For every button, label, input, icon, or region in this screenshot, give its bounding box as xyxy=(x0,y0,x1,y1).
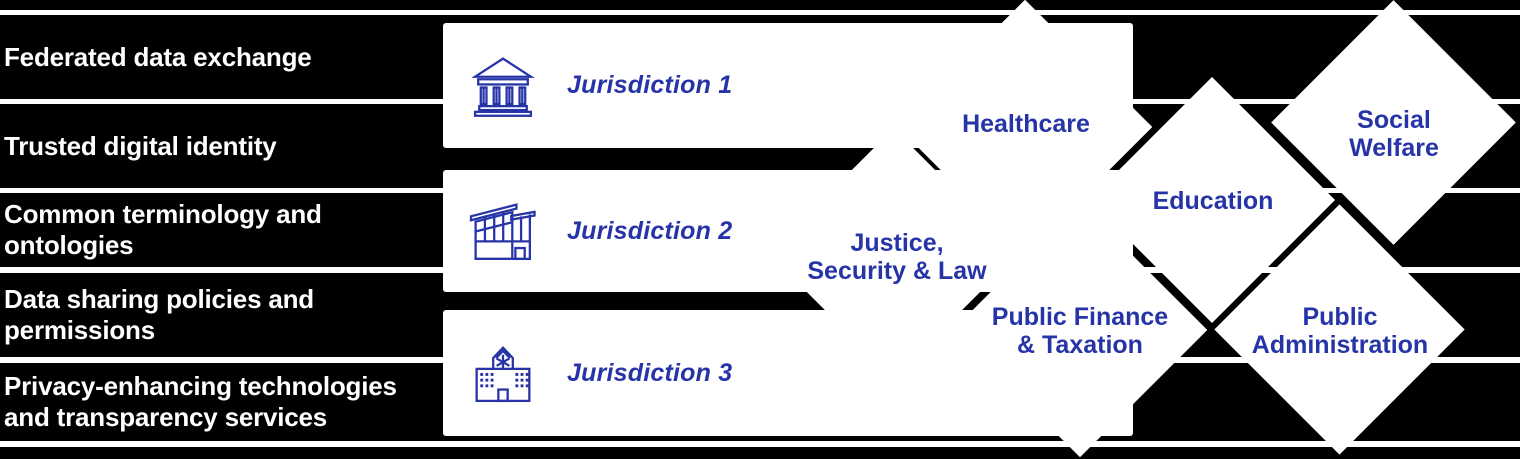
capability-label: Common terminology and ontologies xyxy=(4,199,322,260)
capability-label: Federated data exchange xyxy=(4,41,312,72)
domain-label-education: Education xyxy=(1152,187,1274,215)
top-black-strip xyxy=(0,0,1520,10)
domain-label-justice-security-law: Justice, Security & Law xyxy=(807,229,987,285)
jurisdiction-card-1: Jurisdiction 1 xyxy=(443,23,1133,148)
domain-label-social-welfare: Social Welfare xyxy=(1349,106,1439,162)
bottom-black-strip xyxy=(0,447,1520,459)
modern-building-icon xyxy=(468,200,538,262)
domain-label-healthcare: Healthcare xyxy=(962,110,1090,138)
hospital-building-icon xyxy=(468,342,538,404)
jurisdiction-card-3: Jurisdiction 3 xyxy=(443,310,1133,436)
window-dots xyxy=(480,373,529,388)
jurisdiction-label: Jurisdiction 2 xyxy=(567,216,733,245)
bank-building-icon xyxy=(468,55,538,117)
domain-label-public-administration: Public Administration xyxy=(1251,303,1429,359)
jurisdiction-card-2: Jurisdiction 2 xyxy=(443,170,1133,292)
capability-label: Privacy-enhancing technologies and trans… xyxy=(4,371,397,432)
domain-label-public-finance-taxation: Public Finance & Taxation xyxy=(991,303,1169,359)
capability-label: Trusted digital identity xyxy=(4,130,277,161)
capability-label: Data sharing policies and permissions xyxy=(4,284,314,345)
jurisdiction-label: Jurisdiction 3 xyxy=(567,358,733,387)
jurisdiction-label: Jurisdiction 1 xyxy=(567,71,733,99)
